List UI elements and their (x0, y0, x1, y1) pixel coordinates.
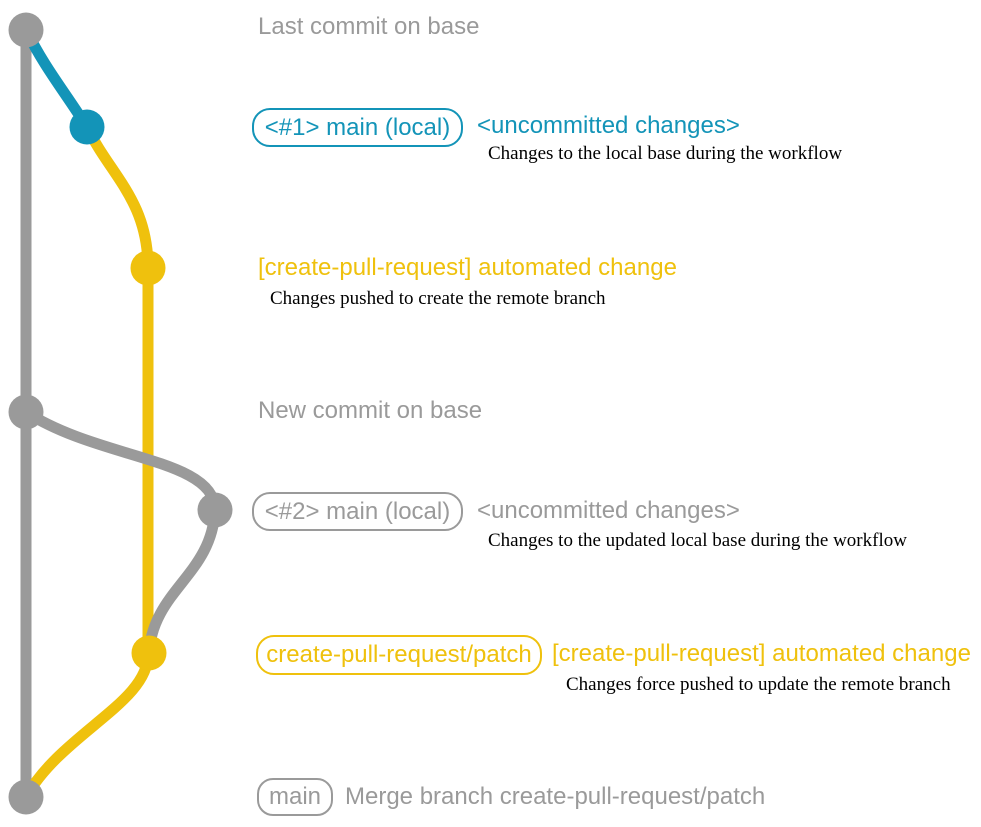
commit-description-1: Changes to the local base during the wor… (488, 143, 843, 164)
commit-dot-base-last (8, 12, 44, 48)
commit-description-2: Changes pushed to create the remote bran… (270, 288, 606, 309)
local-branch-curve-2 (20, 406, 221, 516)
branch-badge-main-local-1-label: <#1> main (local) (264, 113, 451, 141)
branch-badge-create-pull-request-patch-label: create-pull-request/patch (266, 641, 532, 668)
commit-title-automated-change-1: [create-pull-request] automated change (258, 254, 677, 281)
commit-dot-local-1 (69, 109, 105, 145)
branch-badge-main-local-1: <#1> main (local) (252, 108, 463, 147)
branch-badge-main-label: main (268, 783, 322, 810)
local-to-remote-curve (143, 504, 221, 659)
commit-title-uncommitted-changes-2: <uncommitted changes> (477, 497, 740, 524)
commit-dot-local-2 (197, 492, 233, 528)
commit-dot-remote-1 (130, 250, 166, 286)
commit-description-3: Changes to the updated local base during… (488, 530, 907, 551)
branch-badge-create-pull-request-patch: create-pull-request/patch (256, 635, 542, 675)
timeline-label-last-commit-on-base: Last commit on base (258, 13, 480, 40)
branch-badge-main: main (257, 778, 333, 816)
commit-title-merge-branch: Merge branch create-pull-request/patch (345, 783, 766, 810)
branch-badge-main-local-2-label: <#2> main (local) (264, 497, 451, 525)
commit-dot-merge (8, 779, 44, 815)
remote-branch-merge-curve (20, 647, 154, 803)
commit-title-uncommitted-changes-1: <uncommitted changes> (477, 112, 740, 139)
timeline-label-new-commit-on-base: New commit on base (258, 397, 483, 424)
commit-title-automated-change-2: [create-pull-request] automated change (552, 640, 971, 667)
branch-badge-main-local-2: <#2> main (local) (252, 492, 463, 531)
commit-dot-remote-2 (131, 635, 167, 671)
commit-description-4: Changes force pushed to update the remot… (566, 674, 951, 695)
commit-dot-base-new (8, 394, 44, 430)
remote-branch-curve-top (81, 121, 154, 274)
